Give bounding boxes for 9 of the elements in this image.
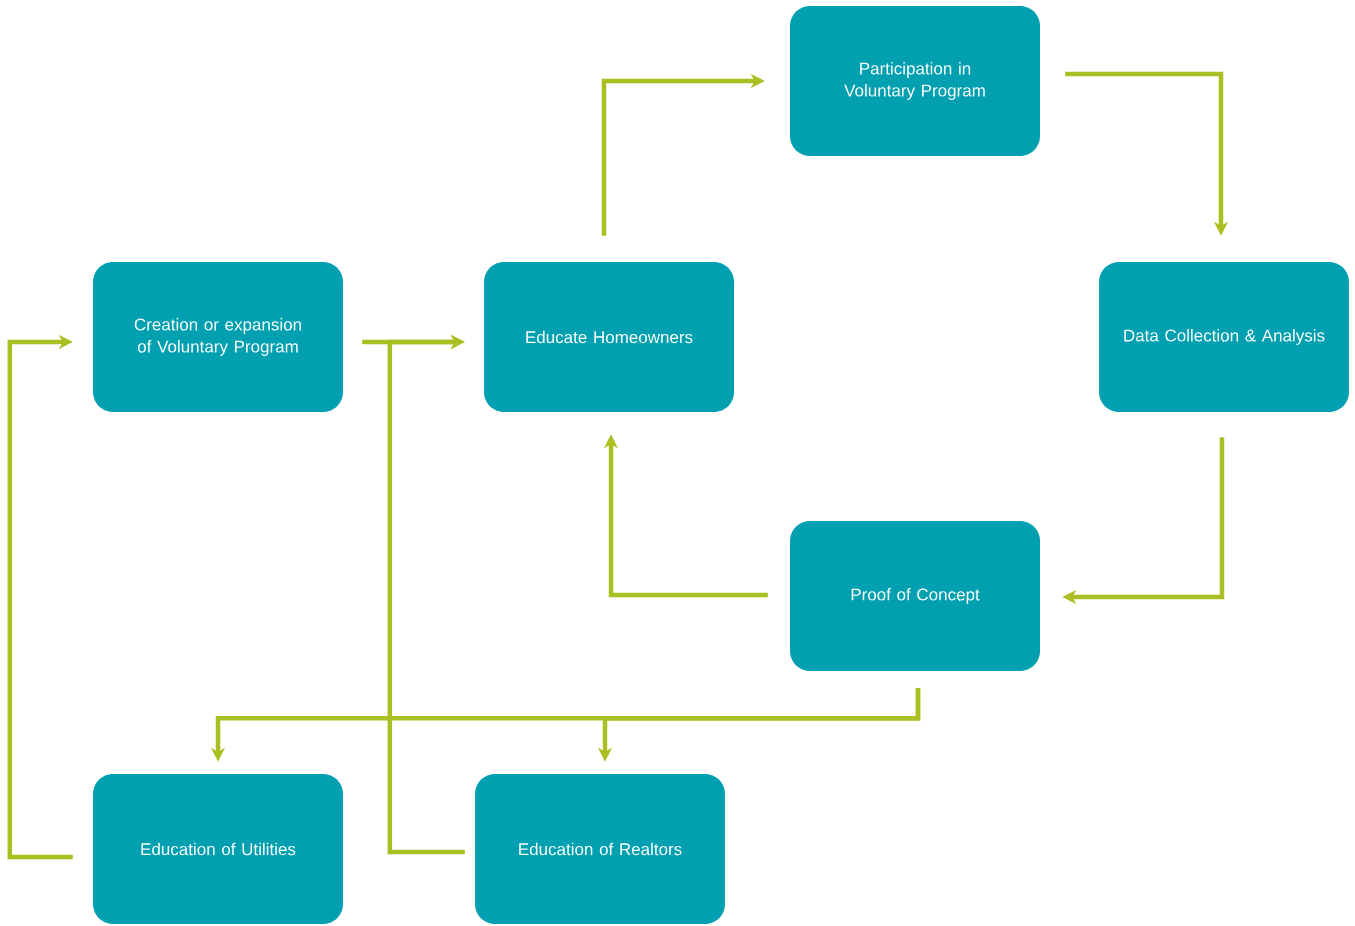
process-box: Creation or expansion of Voluntary Program	[93, 262, 343, 412]
arrow	[387, 334, 465, 855]
process-box: Data Collection & Analysis	[1099, 262, 1349, 412]
process-box: Proof of Concept	[790, 521, 1040, 671]
process-box: Education of Realtors	[475, 774, 725, 924]
arrow	[7, 334, 73, 860]
process-box: Educate Homeowners	[484, 262, 734, 412]
process-box: Participation in Voluntary Program	[790, 6, 1040, 156]
process-box: Education of Utilities	[93, 774, 343, 924]
